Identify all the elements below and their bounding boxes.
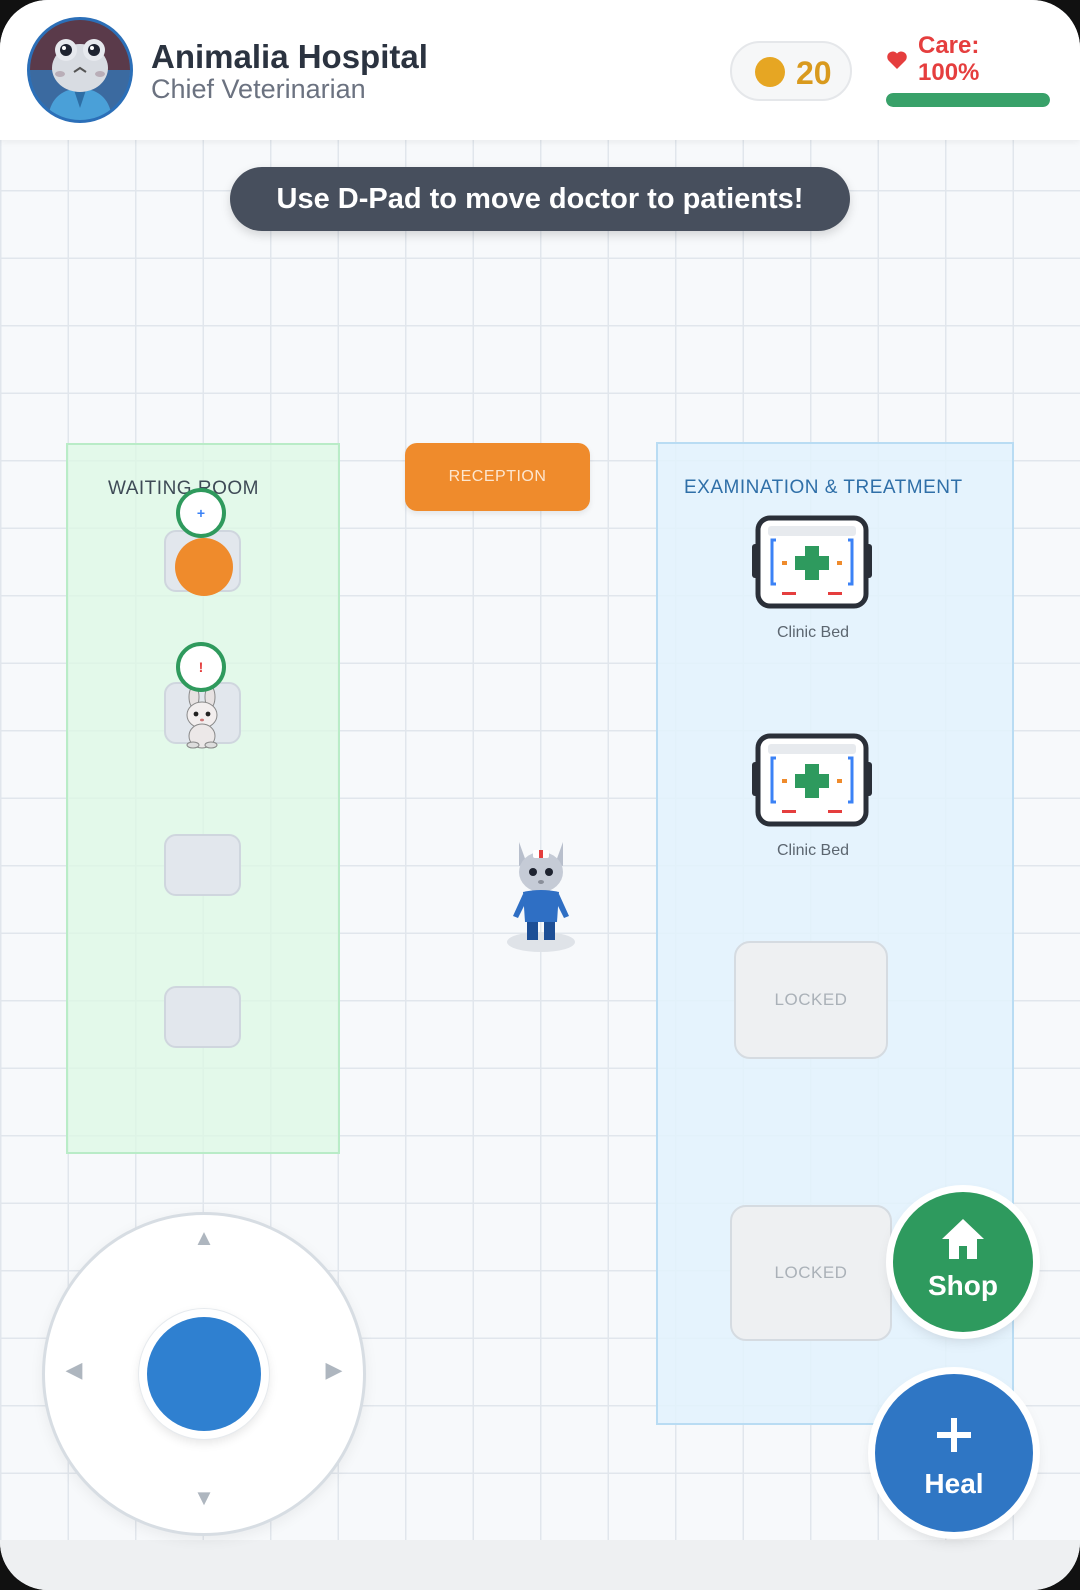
d-pad-up-arrow-icon[interactable]: ▲ — [193, 1225, 215, 1250]
care-meter-label: Care: 100% — [918, 32, 979, 86]
d-pad-left-arrow-icon[interactable]: ◀ — [65, 1357, 83, 1382]
bunny-patient-icon[interactable] — [176, 687, 228, 749]
status-alert-icon: ! — [198, 659, 204, 675]
care-progress-fill — [886, 93, 1050, 107]
top-bar: Animalia Hospital Chief Veterinarian 20 … — [0, 0, 1080, 140]
coin-counter: 20 — [730, 41, 852, 101]
d-pad-down-arrow-icon[interactable]: ▼ — [193, 1485, 215, 1510]
clinic-bed-2-icon[interactable] — [752, 732, 872, 832]
clinic-bed-1-icon[interactable] — [752, 514, 872, 614]
patient-status-indicator-1: + — [176, 488, 226, 538]
plus-icon — [937, 1418, 971, 1452]
heart-icon — [887, 51, 907, 69]
shop-button-label: Shop — [928, 1270, 998, 1301]
d-pad-knob-center — [147, 1317, 261, 1431]
hospital-title: Animalia Hospital — [151, 38, 428, 75]
heal-button-label: Heal — [924, 1468, 984, 1499]
waiting-room-zone: WAITING ROOM + ! — [66, 443, 340, 1154]
frog-doctor-portrait-icon — [30, 20, 130, 120]
waiting-room-label: WAITING ROOM — [108, 478, 259, 499]
map-bottom-edge — [0, 1540, 1080, 1590]
care-label-text: Care: — [918, 32, 980, 59]
care-value: 100% — [918, 59, 980, 86]
clinic-bed-1-label: Clinic Bed — [776, 624, 850, 641]
reception-desk[interactable]: RECEPTION — [405, 443, 590, 511]
d-pad-right-arrow-icon[interactable]: ▶ — [325, 1357, 343, 1382]
instruction-banner: Use D-Pad to move doctor to patients! — [230, 167, 850, 231]
d-pad[interactable]: ▲ ▼ ◀ ▶ — [42, 1212, 366, 1536]
waiting-seat-3[interactable] — [164, 834, 241, 896]
locked-slot-2[interactable]: LOCKED — [730, 1205, 892, 1341]
shop-button[interactable]: Shop — [893, 1192, 1033, 1332]
coin-count: 20 — [796, 55, 832, 91]
patient-orange[interactable] — [175, 538, 233, 596]
patient-status-indicator-2: ! — [176, 642, 226, 692]
care-progress-bar — [886, 93, 1050, 107]
player-avatar[interactable] — [30, 20, 130, 120]
house-icon — [942, 1219, 984, 1259]
waiting-seat-4[interactable] — [164, 986, 241, 1048]
heal-button[interactable]: Heal — [875, 1374, 1033, 1532]
examination-treatment-zone: EXAMINATION & TREATMENT Clinic Bed — [656, 442, 1014, 1425]
doctor-character-icon[interactable] — [505, 838, 577, 954]
d-pad-joystick-knob[interactable] — [139, 1309, 269, 1439]
locked-slot-1[interactable]: LOCKED — [734, 941, 888, 1059]
exam-room-label: EXAMINATION & TREATMENT — [684, 477, 963, 498]
coin-icon — [755, 57, 785, 87]
clinic-bed-2-label: Clinic Bed — [776, 842, 850, 859]
player-rank: Chief Veterinarian — [151, 74, 366, 104]
status-plus-icon: + — [196, 505, 206, 521]
